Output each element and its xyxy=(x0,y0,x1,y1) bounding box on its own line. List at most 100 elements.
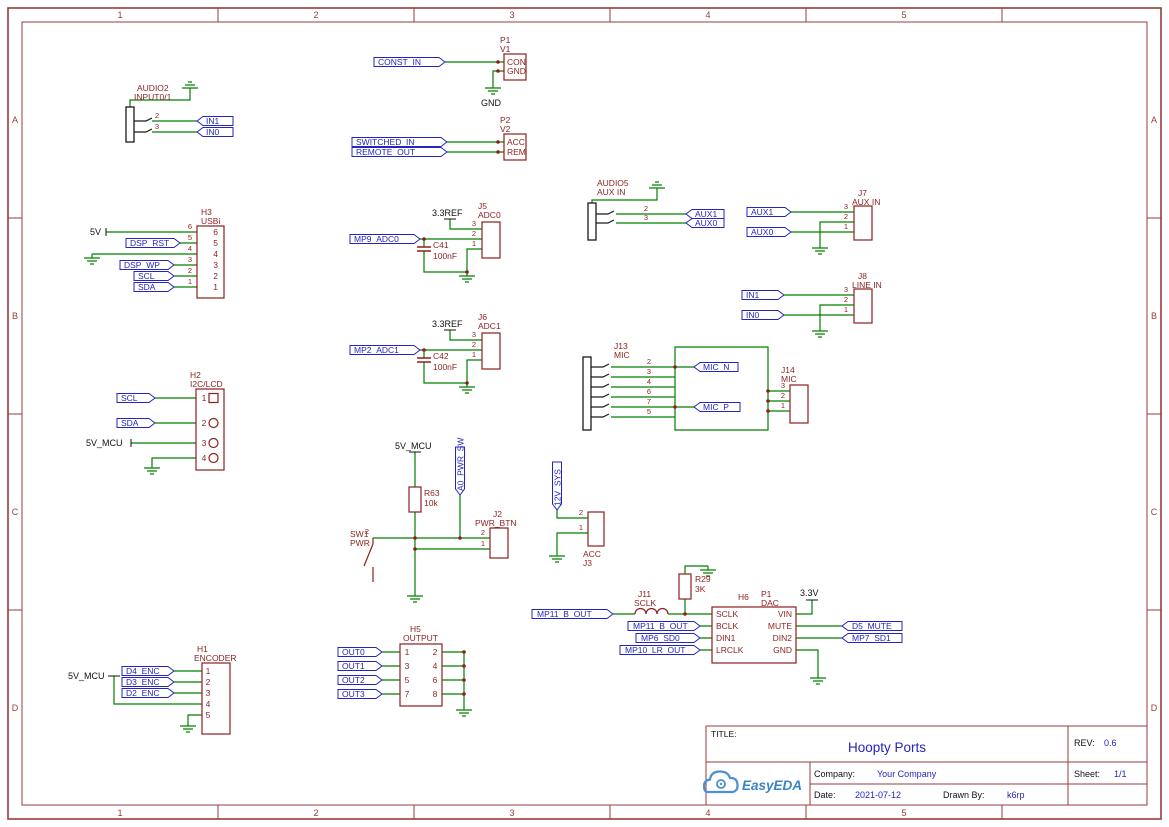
net-flag-dsp-rst[interactable]: DSP_RST xyxy=(125,238,181,248)
net-flag-in1-j8[interactable]: IN1 xyxy=(741,290,785,300)
component-j5[interactable]: J5 ADC0 3 2 1 xyxy=(472,201,501,259)
capacitor-plates xyxy=(417,357,431,363)
component-h2[interactable]: H2 I2C/LCD 1 2 3 4 xyxy=(190,370,225,471)
ground-icon[interactable] xyxy=(459,272,475,283)
net-flag-in1[interactable]: IN1 xyxy=(196,116,234,126)
component-r63[interactable]: R63 10k xyxy=(408,486,440,513)
component-j8[interactable]: J8 LINE IN 3 2 1 xyxy=(844,271,882,324)
net-flag-mp7-sd1[interactable]: MP7_SD1 xyxy=(841,633,903,643)
ground-icon[interactable] xyxy=(459,383,475,394)
ground-icon[interactable] xyxy=(182,81,198,96)
net-flag-mp11-b-out-bclk[interactable]: MP11_B_OUT xyxy=(627,621,701,631)
component-j11[interactable]: J11 SCLK xyxy=(634,589,669,615)
wires[interactable] xyxy=(92,61,854,722)
net-flag-aux1-jack[interactable]: AUX1 xyxy=(685,209,725,219)
net-flag-mp6-sd0[interactable]: MP6_SD0 xyxy=(635,633,701,643)
ground-icon[interactable] xyxy=(180,722,196,733)
net-flag-scl-i2c[interactable]: SCL xyxy=(116,393,156,403)
net-flag-12v-sys[interactable]: 12V_SYS xyxy=(552,461,563,511)
net-flag-a0-pwr-sw[interactable]: A0_PWR_SW xyxy=(455,438,466,496)
net-flag-in0[interactable]: IN0 xyxy=(196,127,234,137)
wire[interactable] xyxy=(791,211,854,244)
component-j14[interactable]: J14 MIC 3 2 1 xyxy=(781,365,809,424)
net-flag-out3[interactable]: OUT3 xyxy=(337,689,383,699)
component-h6[interactable]: H6 P1 DAC SCLK BCLK DIN1 LRCLK VIN MUTE … xyxy=(711,589,797,664)
rev-value[interactable]: 0.6 xyxy=(1104,738,1117,748)
component-h5[interactable]: H5 OUTPUT 1 3 5 7 2 4 6 8 xyxy=(399,624,443,707)
wire[interactable] xyxy=(420,330,482,384)
component-h3[interactable]: H3 USBi 6 5 4 3 2 1 6 5 4 3 2 1 xyxy=(188,207,225,299)
ground-icon[interactable] xyxy=(812,327,828,338)
ground-icon[interactable] xyxy=(649,181,665,196)
value-label: 100nF xyxy=(433,362,457,372)
net-flag-mic-n[interactable]: MIC_N xyxy=(693,362,739,372)
wire[interactable] xyxy=(613,565,842,674)
component-c42[interactable]: C42 100nF xyxy=(417,351,457,372)
ground-icon[interactable] xyxy=(456,706,472,717)
net-flag-switched-in[interactable]: SWITCHED_IN xyxy=(351,137,448,147)
component-j2[interactable]: J2 PWR_BTN 2 1 xyxy=(475,509,517,559)
net-flag-in0-j8[interactable]: IN0 xyxy=(741,310,785,320)
wire[interactable] xyxy=(420,219,482,273)
component-p2[interactable]: P2 V2 ACC REM xyxy=(500,115,527,161)
component-audio5[interactable]: AUDIO5 AUX IN 2 3 xyxy=(587,178,648,241)
ground-icon[interactable] xyxy=(144,464,160,475)
net-flag-sda-i2c[interactable]: SDA xyxy=(116,418,156,428)
ground-icon[interactable] xyxy=(810,674,826,685)
wire[interactable] xyxy=(131,397,196,464)
component-j3[interactable]: 2 1 ACC J3 xyxy=(579,508,605,568)
ground-icon[interactable] xyxy=(812,244,828,255)
ground-icon[interactable] xyxy=(407,592,423,603)
net-flag-mp2-adc1[interactable]: MP2_ADC1 xyxy=(349,345,421,355)
net-flag-sda-usbi[interactable]: SDA xyxy=(133,282,175,292)
component-c41[interactable]: C41 100nF xyxy=(417,240,457,261)
net-flag-scl-usbi[interactable]: SCL xyxy=(133,271,175,281)
net-flag-const-in[interactable]: CONST_IN xyxy=(373,57,446,67)
component-r29[interactable]: R29 3K xyxy=(678,573,711,600)
company-value[interactable]: Your Company xyxy=(877,769,937,779)
component-sw1[interactable]: SW1 PWR 2 xyxy=(350,527,374,582)
component-j13[interactable]: J13 MIC 2 3 4 6 7 5 xyxy=(582,341,651,431)
net-flag-mic-p[interactable]: MIC_P xyxy=(693,402,741,412)
net-flag-d3-enc[interactable]: D3_ENC xyxy=(121,677,175,687)
date-value[interactable]: 2021-07-12 xyxy=(855,790,901,800)
net-flag-d5-mute[interactable]: D5_MUTE xyxy=(841,621,903,631)
net-flag-mp11-b-out-sclk[interactable]: MP11_B_OUT xyxy=(531,609,614,619)
wire[interactable] xyxy=(113,670,202,722)
wire[interactable] xyxy=(784,294,854,327)
net-flag-mp9-adc0[interactable]: MP9_ADC0 xyxy=(349,234,421,244)
wire[interactable] xyxy=(92,231,197,288)
ground-icon[interactable] xyxy=(700,566,716,577)
net-flag-aux0-j7[interactable]: AUX0 xyxy=(746,227,792,237)
component-h1[interactable]: H1 ENCODER 1 2 3 4 5 xyxy=(194,644,237,735)
wire[interactable] xyxy=(129,96,197,133)
net-flag-dsp-wp[interactable]: DSP_WP xyxy=(119,260,175,270)
ground-icon[interactable] xyxy=(485,84,501,95)
component-p1[interactable]: P1 V1 CON GND xyxy=(500,35,527,81)
sheet-value[interactable]: 1/1 xyxy=(1114,769,1127,779)
component-audio2[interactable]: AUDIO2 INPUT0/1 2 3 xyxy=(125,83,172,143)
wire[interactable] xyxy=(447,141,504,153)
wire[interactable] xyxy=(611,346,790,431)
net-flag-out0[interactable]: OUT0 xyxy=(337,647,383,657)
net-flag-out1[interactable]: OUT1 xyxy=(337,661,383,671)
wire[interactable] xyxy=(373,452,490,592)
ground-icon[interactable] xyxy=(549,552,565,563)
wire[interactable] xyxy=(591,196,686,224)
component-j7[interactable]: J7 AUX IN 3 2 1 xyxy=(844,188,880,241)
ground-icon[interactable] xyxy=(84,254,100,265)
wire[interactable] xyxy=(445,61,504,84)
net-flag-out2[interactable]: OUT2 xyxy=(337,675,383,685)
net-flag-d4-enc[interactable]: D4_ENC xyxy=(121,666,175,676)
wire[interactable] xyxy=(556,510,588,552)
net-flag-aux0-jack[interactable]: AUX0 xyxy=(685,218,725,228)
component-j6[interactable]: J6 ADC1 3 2 1 xyxy=(472,312,501,370)
net-flag-mp10-lr-out[interactable]: MP10_LR_OUT xyxy=(619,645,701,655)
net-flag-d2-enc[interactable]: D2_ENC xyxy=(121,688,175,698)
power-labels[interactable]: GND 5V 3.3REF 3.3REF 5V_MCU 5V_MCU 5V_MC… xyxy=(68,98,819,681)
drawn-by-value[interactable]: k6rp xyxy=(1007,790,1025,800)
sheet-title[interactable]: Hoopty Ports xyxy=(848,740,926,755)
net-flag-aux1-j7[interactable]: AUX1 xyxy=(746,207,792,217)
net-flag-remote-out[interactable]: REMOTE_OUT xyxy=(351,147,448,157)
